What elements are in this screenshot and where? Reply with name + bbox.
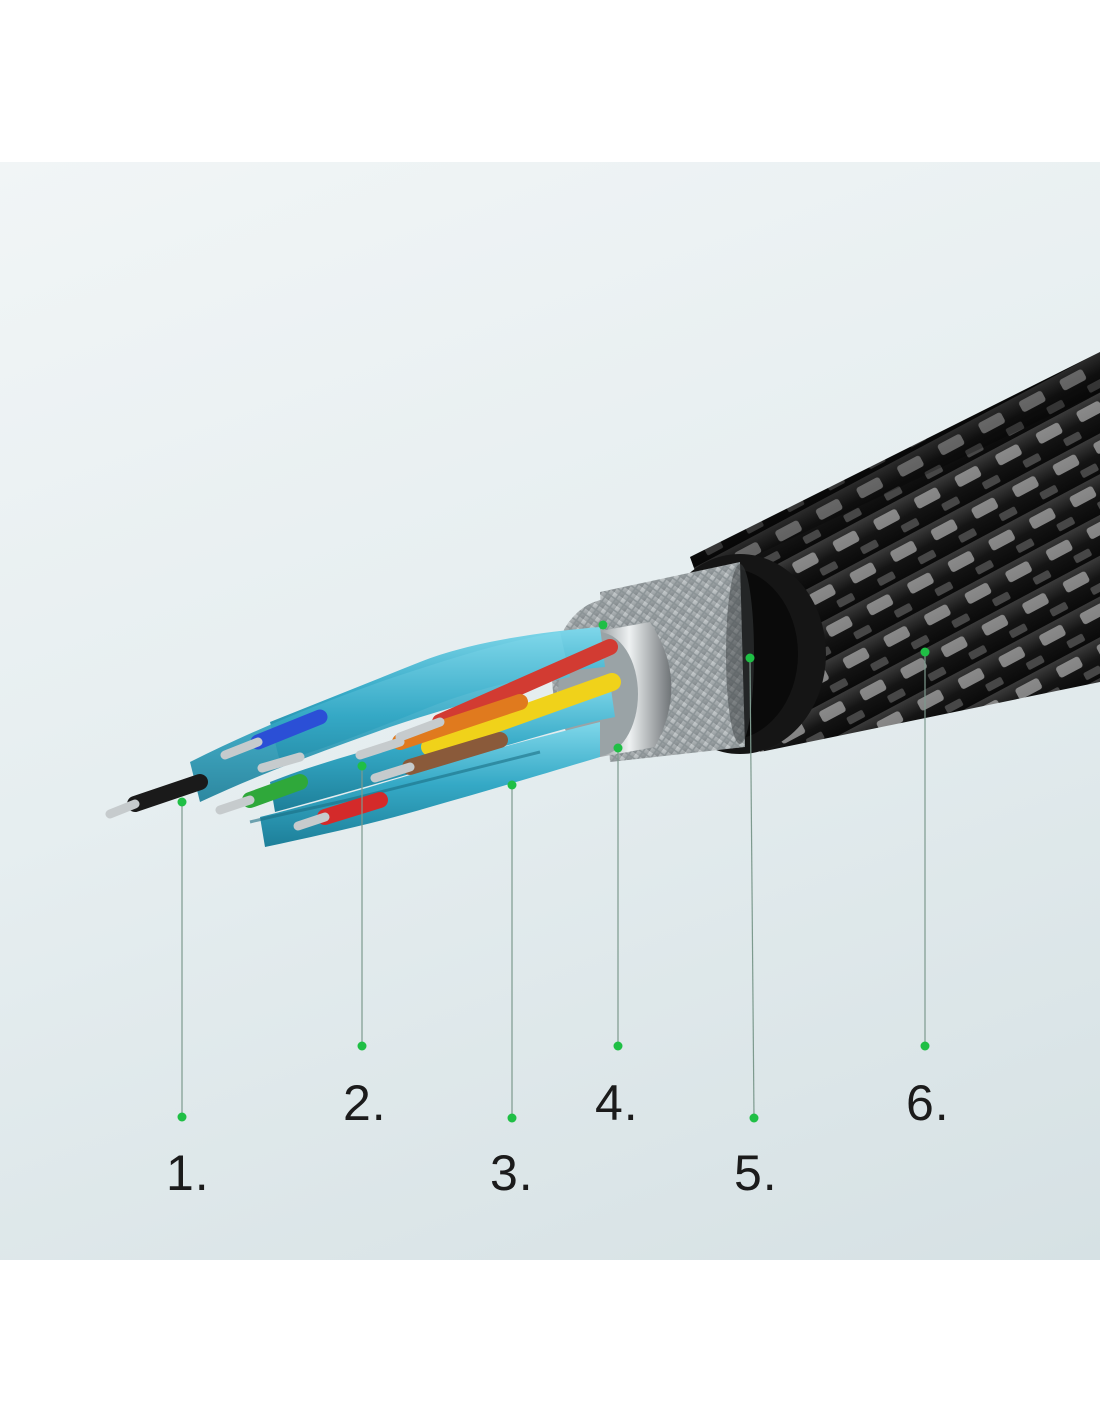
callout-dot-icon (507, 780, 517, 790)
callout-label-2: 2. (343, 1075, 387, 1131)
callout-dots (177, 620, 930, 1123)
leader-lines (181, 652, 926, 1119)
callout-dot-icon (177, 797, 187, 807)
callout-dot-icon (749, 1113, 759, 1123)
callout-dot-icon (745, 653, 755, 663)
callout-label-5: 5. (734, 1145, 778, 1201)
callout-dot-icon (177, 1112, 187, 1122)
callout-dot-icon (598, 620, 608, 630)
callout-label-3: 3. (490, 1145, 534, 1201)
callout-dot-icon (920, 647, 930, 657)
callout-dot-icon (613, 743, 623, 753)
conductor-tips (105, 717, 445, 831)
callout-label-4: 4. (595, 1075, 639, 1131)
diagram-canvas: 1. 2. 3. 4. 5. 6. (0, 162, 1100, 1260)
callout-label-6: 6. (906, 1075, 950, 1131)
callout-dot-icon (507, 1113, 517, 1123)
callout-dot-icon (357, 1041, 367, 1051)
callout-dot-icon (920, 1041, 930, 1051)
callout-dot-icon (613, 1041, 623, 1051)
insulated-conductors (127, 639, 621, 825)
callout-dot-icon (357, 761, 367, 771)
cable-illustration (105, 352, 1100, 1123)
callout-label-1: 1. (166, 1145, 210, 1201)
